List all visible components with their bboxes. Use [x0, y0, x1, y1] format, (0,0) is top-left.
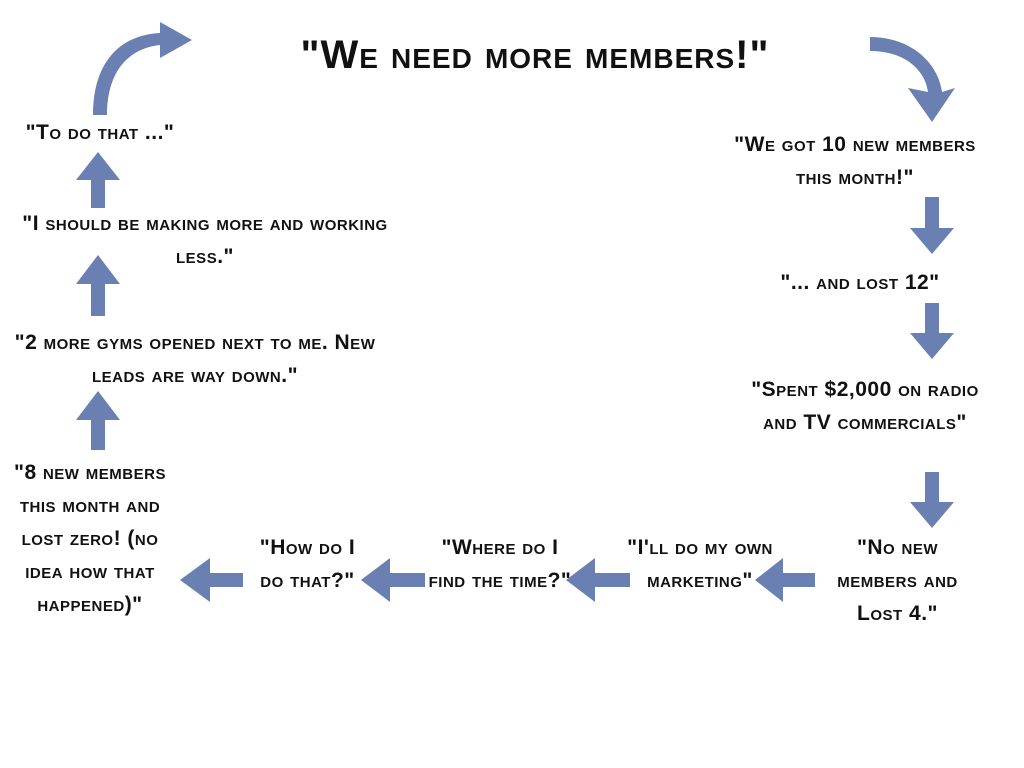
step-1: "We got 10 new members this month!" [734, 133, 976, 189]
step-10: "I should be making more and working les… [22, 212, 388, 268]
diagram-title: "We need more members!" [300, 33, 770, 77]
arrow-up-icon [76, 255, 120, 316]
arrow-up-icon [76, 391, 120, 450]
arrow-down-icon [910, 472, 954, 528]
arrow-left-icon [566, 558, 630, 602]
curved-arrow-top-left-icon [93, 22, 192, 115]
arrow-left-icon [180, 558, 243, 602]
step-11: "To do that ..." [25, 121, 175, 144]
arrow-down-icon [910, 303, 954, 359]
step-9: "2 more gyms opened next to me. New lead… [14, 331, 376, 387]
curved-arrow-top-right-icon [870, 37, 955, 122]
arrow-down-icon [910, 197, 954, 254]
step-7: "How do I do that?" [259, 536, 356, 592]
step-4: "No new members and Lost 4." [837, 536, 958, 625]
step-3: "Spent $2,000 on radio and TV commercial… [751, 378, 979, 434]
step-6: "Where do I find the time?" [428, 536, 572, 592]
step-5: "I'll do my own marketing" [627, 536, 773, 592]
step-2: "... and lost 12" [780, 271, 940, 294]
arrow-left-icon [361, 558, 425, 602]
arrow-up-icon [76, 152, 120, 208]
arrow-left-icon [755, 558, 815, 602]
step-8: "8 new members this month and lost zero!… [14, 461, 166, 616]
